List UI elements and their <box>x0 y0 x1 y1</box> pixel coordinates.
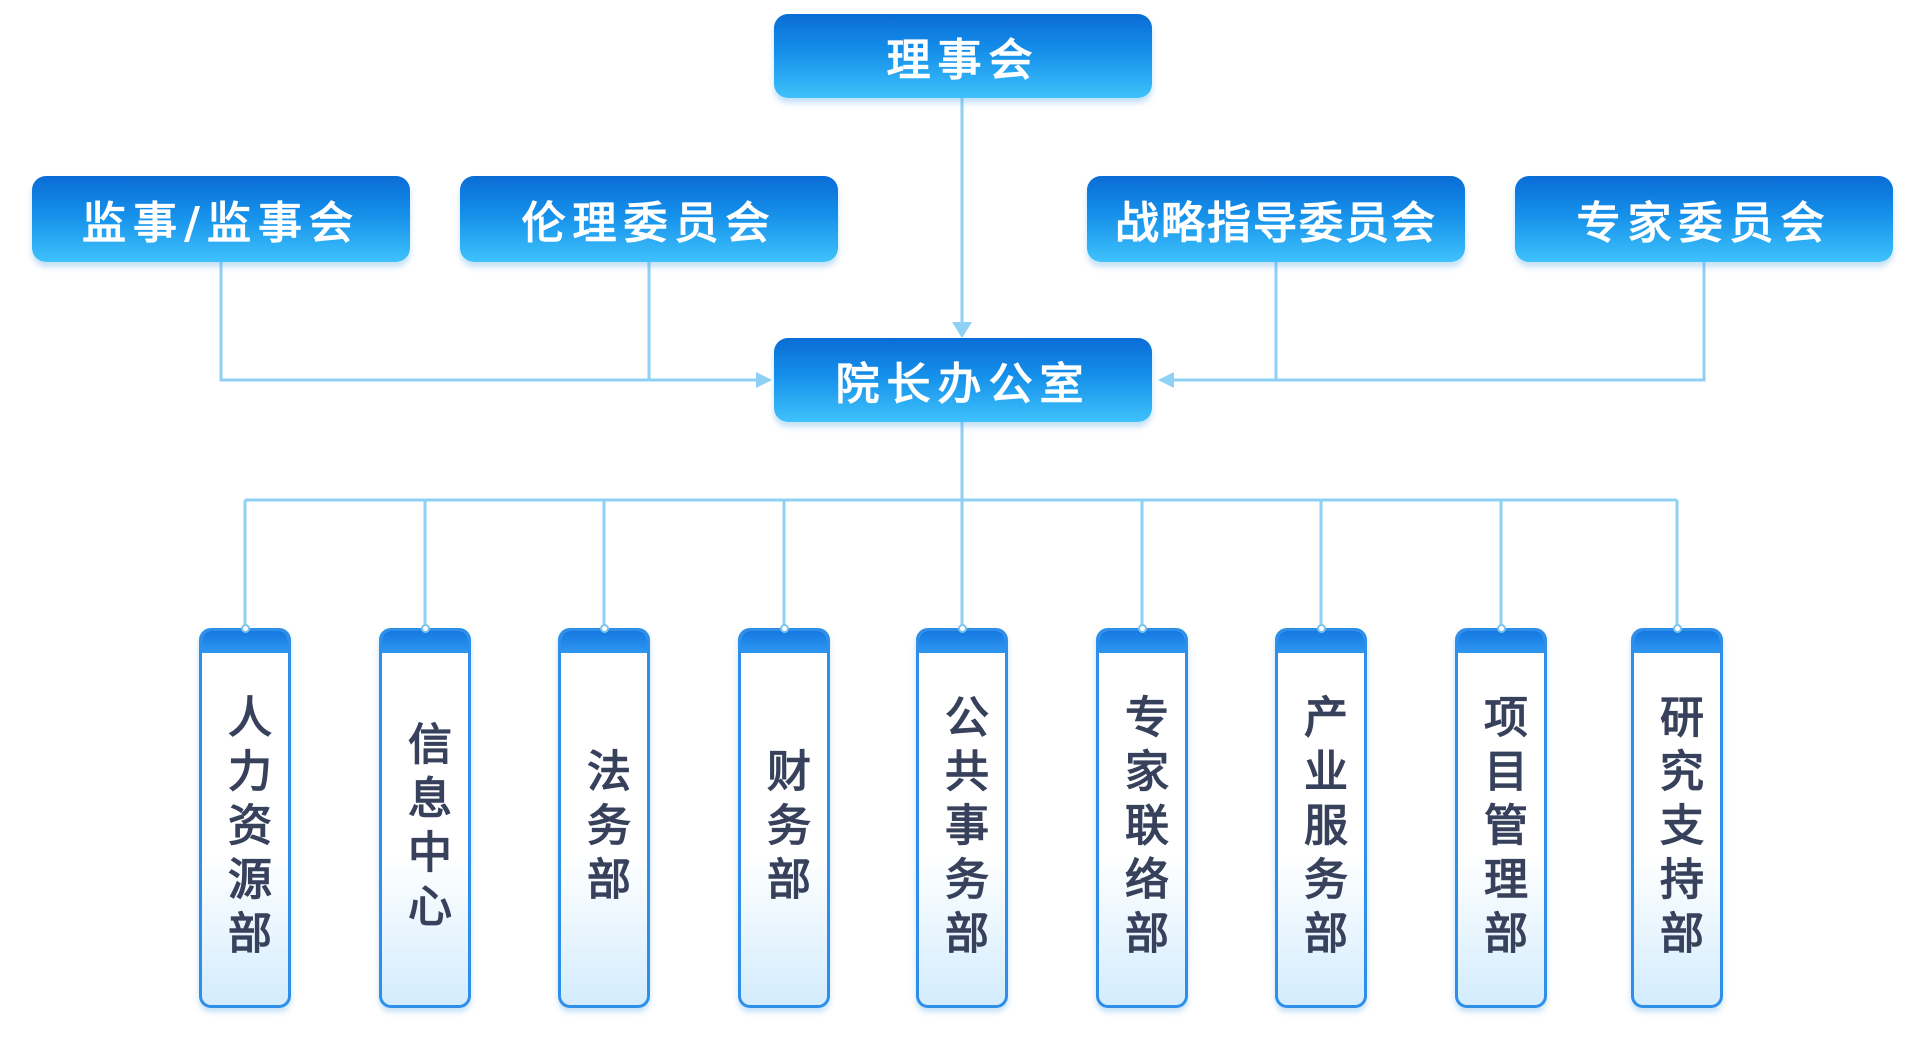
connector-dot <box>1138 624 1147 633</box>
connector-dot <box>600 624 609 633</box>
office-node: 院长办公室 <box>774 338 1152 422</box>
dept-label: 公共事务部 <box>937 694 988 964</box>
dept-label: 产业服务部 <box>1296 694 1347 964</box>
line-expert-committee-to-office <box>1160 262 1706 382</box>
committee-label: 战略指导委员会 <box>1115 198 1437 249</box>
dept-cap <box>382 631 468 653</box>
connector-dot <box>1317 624 1326 633</box>
dept-label: 研究支持部 <box>1652 694 1703 964</box>
dept-label: 项目管理部 <box>1476 694 1527 964</box>
dept-box: 研究支持部 <box>1631 628 1723 1008</box>
connector-dot <box>1673 624 1682 633</box>
dept-box: 法务部 <box>558 628 650 1008</box>
arrow-right-office <box>756 372 772 388</box>
dept-label: 人力资源部 <box>220 694 271 964</box>
dept-box: 信息中心 <box>379 628 471 1008</box>
dept-cap <box>741 631 827 653</box>
connector-dot <box>1497 624 1506 633</box>
dept-cap <box>1278 631 1364 653</box>
committee-supervisory: 监事/监事会 <box>32 176 410 262</box>
committee-label: 监事/监事会 <box>81 198 361 249</box>
dept-cap <box>202 631 288 653</box>
connector-dot <box>241 624 250 633</box>
dept-cap <box>919 631 1005 653</box>
dept-cap <box>1458 631 1544 653</box>
dept-box: 人力资源部 <box>199 628 291 1008</box>
arrow-down-office <box>952 322 972 338</box>
arrow-left-office <box>1158 372 1174 388</box>
connectors <box>219 98 1706 628</box>
dept-box: 专家联络部 <box>1096 628 1188 1008</box>
dept-box: 公共事务部 <box>916 628 1008 1008</box>
committee-experts: 专家委员会 <box>1515 176 1893 262</box>
committee-label: 专家委员会 <box>1576 198 1832 249</box>
board-label: 理事会 <box>886 35 1040 86</box>
dept-cap <box>561 631 647 653</box>
dept-label: 信息中心 <box>400 721 451 937</box>
connector-dot <box>421 624 430 633</box>
connector-dot <box>780 624 789 633</box>
line-supervisory-to-office <box>219 262 770 382</box>
committee-label: 伦理委员会 <box>521 198 777 249</box>
dept-box: 项目管理部 <box>1455 628 1547 1008</box>
dept-box: 产业服务部 <box>1275 628 1367 1008</box>
dept-label: 专家联络部 <box>1117 694 1168 964</box>
dept-cap <box>1099 631 1185 653</box>
committee-strategy: 战略指导委员会 <box>1087 176 1465 262</box>
office-label: 院长办公室 <box>835 359 1091 410</box>
connector-dot <box>958 624 967 633</box>
board-node: 理事会 <box>774 14 1152 98</box>
committee-ethics: 伦理委员会 <box>460 176 838 262</box>
dept-label: 法务部 <box>579 748 630 910</box>
dept-label: 财务部 <box>759 748 810 910</box>
department-drops <box>243 500 1679 628</box>
dept-cap <box>1634 631 1720 653</box>
dept-box: 财务部 <box>738 628 830 1008</box>
arrowheads <box>756 322 1174 388</box>
